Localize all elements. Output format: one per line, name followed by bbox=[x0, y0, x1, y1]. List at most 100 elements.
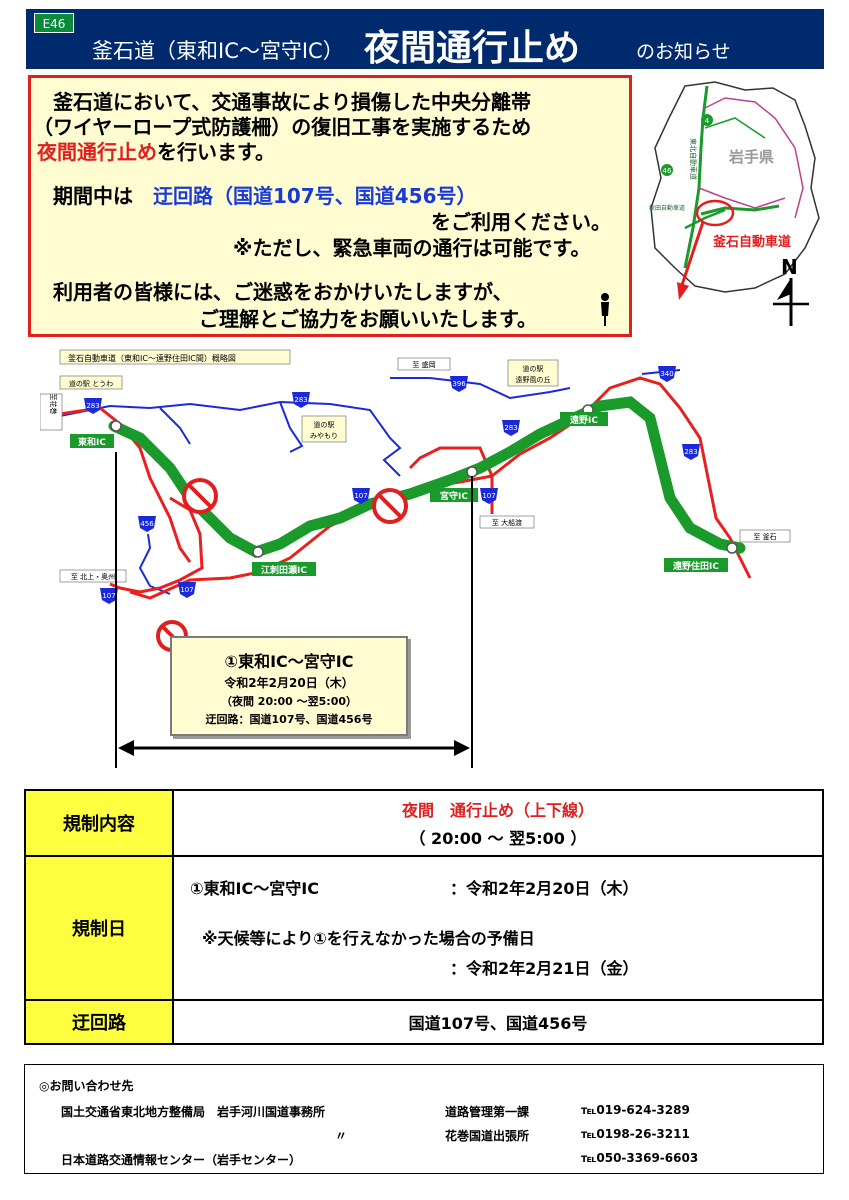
route-shield-283-b: 283 bbox=[292, 392, 310, 408]
notice-line-8: ご理解とご協力をお願いいたします。 bbox=[199, 307, 537, 331]
michinoeki-miyamori-label-1: 道の駅 bbox=[314, 420, 335, 429]
closure-emphasis: 夜間通行止め bbox=[37, 140, 157, 164]
michinoeki-towa-label: 道の駅 とうわ bbox=[69, 379, 113, 388]
schematic-title-box bbox=[59, 349, 291, 365]
to-ofunato-box bbox=[479, 515, 535, 529]
regulation-table: 規制内容 夜間 通行止め（上下線） （ 20:00 ～ 翌5:00 ） 規制日 … bbox=[24, 789, 824, 1045]
route-badge-4-label: 4 bbox=[705, 117, 710, 125]
coast-road-line bbox=[704, 97, 804, 219]
schematic-map: 釜石自動車道（東和IC～遠野住田IC間）概略図 東和IC 江刺田瀬IC 宮守IC… bbox=[40, 349, 791, 768]
notice-line-4-prefix: 期間中は bbox=[53, 184, 133, 208]
ic-towa-marker bbox=[110, 420, 122, 432]
route-shield-340: 340 bbox=[658, 366, 676, 382]
akita-expressway-line bbox=[684, 208, 726, 230]
svg-text:283: 283 bbox=[294, 396, 307, 404]
contact-org-3: 日本道路交通情報センター（岩手センター） bbox=[61, 1153, 302, 1167]
contact-dept-1: 道路管理第一課 bbox=[445, 1105, 530, 1119]
highlight-circle bbox=[695, 199, 735, 227]
page-title: 夜間通行止め bbox=[364, 28, 581, 69]
notice-line-7: 利用者の皆様には、ご迷惑をおかけいたしますが、 bbox=[53, 280, 513, 304]
route-456-detour bbox=[109, 496, 204, 594]
no-entry-sign-icon bbox=[372, 488, 408, 524]
northern-road-line bbox=[704, 117, 766, 139]
michinoeki-miyamori-label-2: みやもり bbox=[310, 432, 338, 440]
to-morioka-box bbox=[397, 357, 451, 371]
ic-esashi-label-box bbox=[252, 562, 316, 576]
to-hanamaki-box bbox=[40, 393, 63, 431]
notice-line-5: をご利用ください。 bbox=[431, 210, 611, 234]
inner-road-line bbox=[698, 187, 786, 209]
route-badge-4 bbox=[701, 114, 713, 126]
title-prefix: 釜石道（東和IC～宮守IC） bbox=[92, 39, 344, 63]
to-hanamaki-label: 至花巻 bbox=[49, 394, 58, 415]
svg-text:107: 107 bbox=[102, 592, 115, 600]
content-line-2: （ 20:00 ～ 翌5:00 ） bbox=[409, 829, 587, 848]
michinoeki-tono-label-2: 遠野風の丘 bbox=[516, 375, 551, 384]
reserve-value: ：令和2年2月21日（金） bbox=[450, 959, 639, 978]
national-road-miyamori bbox=[408, 446, 494, 477]
route-code-badge: E46 bbox=[34, 13, 74, 33]
local-road-396 bbox=[390, 377, 571, 400]
route-shield-283-d: 283 bbox=[682, 444, 700, 460]
to-kamaishi-label: 至 釜石 bbox=[753, 532, 776, 541]
contact-box: ◎お問い合わせ先 国土交通省東北地方整備局 岩手河川国道事務所 道路管理第一課 … bbox=[24, 1064, 824, 1174]
schematic-title: 釜石自動車道（東和IC～遠野住田IC間）概略図 bbox=[68, 353, 236, 363]
to-morioka-label: 至 盛岡 bbox=[412, 360, 435, 369]
closure-callout: ①東和IC～宮守IC 令和2年2月20日（木） （夜間 20:00 ～翌5:00… bbox=[170, 636, 408, 736]
local-road-branch-1 bbox=[159, 407, 191, 445]
route-shield-396: 396 bbox=[450, 376, 468, 392]
contact-tel-2: ℡0198-26-3211 bbox=[581, 1127, 690, 1141]
callout-detour: 迂回路：国道107号、国道456号 bbox=[205, 713, 373, 726]
kamaishi-expressway bbox=[108, 396, 746, 558]
route-shield-107-d: 107 bbox=[100, 588, 118, 604]
pointer-arrow-line bbox=[679, 221, 705, 289]
notice-line-4: 期間中は迂回路（国道107号、国道456号） bbox=[53, 180, 477, 209]
svg-text:107: 107 bbox=[354, 492, 367, 500]
local-road-branch-2 bbox=[279, 401, 304, 453]
tohoku-expressway-line bbox=[683, 85, 709, 269]
contact-tel-1: ℡019-624-3289 bbox=[581, 1103, 690, 1117]
title-suffix: のお知らせ bbox=[636, 41, 731, 63]
to-kamaishi-box bbox=[739, 529, 791, 543]
callout-section: ①東和IC～宮守IC bbox=[224, 652, 354, 671]
ic-tonosumita-label: 遠野住田IC bbox=[673, 560, 719, 572]
notice-line-3-rest: を行います。 bbox=[157, 140, 275, 164]
bowing-person-icon bbox=[601, 293, 609, 326]
svg-text:283: 283 bbox=[504, 424, 517, 432]
ic-miyamori-label: 宮守IC bbox=[440, 490, 468, 502]
kamaishi-expressway-line bbox=[700, 204, 780, 216]
ic-tonosumita-marker bbox=[726, 542, 738, 554]
section-arrow-left-head bbox=[118, 740, 134, 756]
notice-line-2: （ワイヤーロープ式防護柵）の復旧工事を実施するため bbox=[33, 115, 532, 139]
callout-hours: （夜間 20:00 ～翌5:00） bbox=[220, 695, 358, 708]
notice-line-1: 釜石道において、交通事故により損傷した中央分離帯 bbox=[53, 90, 531, 114]
route-shield-283-a: 283 bbox=[84, 398, 102, 414]
to-ofunato-label: 至 大船渡 bbox=[492, 518, 522, 527]
akita-road-label: 秋田自動車道 bbox=[649, 204, 685, 212]
date-cell: ①東和IC～宮守IC ：令和2年2月20日（木） ※天候等により①を行えなかった… bbox=[172, 855, 824, 1001]
national-road-western bbox=[59, 406, 192, 563]
section-arrow-right-head bbox=[454, 740, 470, 756]
to-kitakami-box bbox=[59, 569, 127, 583]
prefecture-map: 4 46 東北自動車道 秋田自動車道 岩手県 釜石自動車道 N bbox=[649, 81, 820, 326]
notice-line-3: 夜間通行止めを行います。 bbox=[37, 136, 275, 165]
route-shield-283-c: 283 bbox=[502, 420, 520, 436]
detour-emphasis: 迂回路（国道107号、国道456号） bbox=[153, 184, 477, 208]
ic-towa-label: 東和IC bbox=[78, 436, 106, 448]
ic-towa-label-box bbox=[70, 434, 114, 448]
ic-tono-label: 遠野IC bbox=[570, 414, 598, 426]
table-row: 規制日 ①東和IC～宮守IC ：令和2年2月20日（木） ※天候等により①を行え… bbox=[24, 855, 824, 1001]
michinoeki-miyamori-box bbox=[301, 415, 347, 443]
ic-esashi-marker bbox=[252, 546, 264, 558]
to-kitakami-label: 至 北上・奥州 bbox=[71, 572, 115, 581]
contact-heading: ◎お問い合わせ先 bbox=[39, 1079, 134, 1093]
prefecture-name: 岩手県 bbox=[728, 148, 774, 166]
content-label: 規制内容 bbox=[24, 789, 174, 857]
route-shield-107-c: 107 bbox=[178, 582, 196, 598]
ic-miyamori-marker bbox=[466, 466, 478, 478]
reserve-note: ※天候等により①を行えなかった場合の予備日 bbox=[202, 929, 535, 948]
ic-esashi-label: 江刺田瀬IC bbox=[261, 564, 307, 576]
contact-ditto: 〃 bbox=[335, 1129, 348, 1143]
tohoku-road-label: 東北自動車道 bbox=[689, 138, 698, 180]
svg-text:396: 396 bbox=[452, 380, 466, 388]
